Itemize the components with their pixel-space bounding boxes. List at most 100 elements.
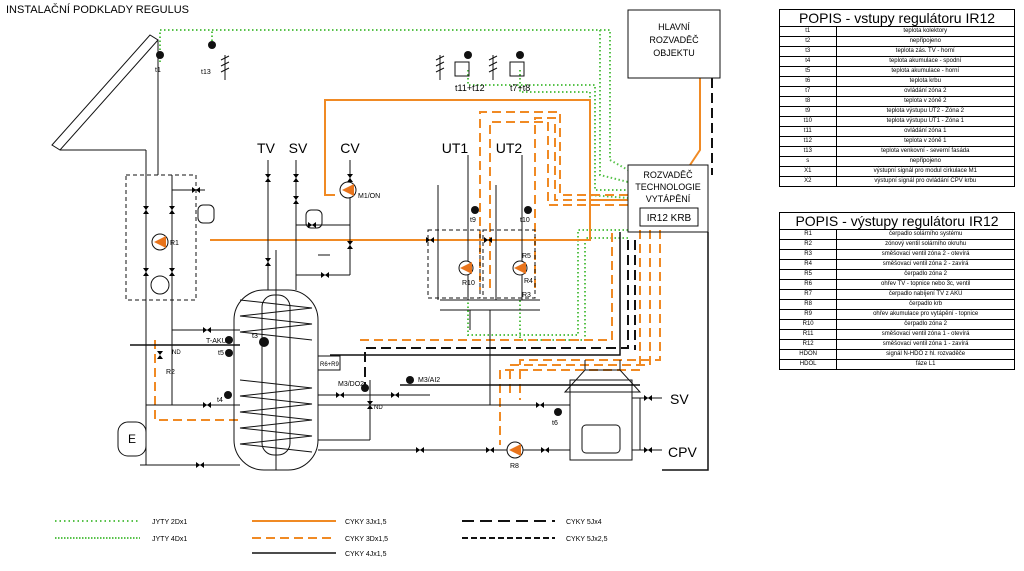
row-code: t8 — [779, 96, 837, 107]
row-description: čerpadlo nabíjení TV z AKU — [836, 289, 1015, 300]
row-description: ovládání zóna 2 — [835, 86, 1016, 97]
row-description: směšovací ventil zóna 1 - otevírá — [836, 329, 1015, 340]
label-hlavni-3: OBJEKTU — [653, 48, 695, 58]
label-tv: TV — [257, 140, 276, 156]
label-t9: t9 — [470, 217, 476, 224]
row-code: t5 — [779, 66, 837, 77]
row-description: nepřipojeno — [835, 36, 1016, 47]
row-code: X1 — [779, 166, 837, 177]
row-code: t1 — [779, 26, 837, 37]
row-code: R9 — [778, 309, 838, 320]
wiring-black-solid — [130, 232, 709, 471]
label-t4: t4 — [217, 397, 223, 404]
row-code: t2 — [779, 36, 837, 47]
label-rozvadec-1: ROZVADĚČ — [643, 170, 693, 180]
legend-label-2: CYKY 3Jx1,5 — [345, 519, 387, 526]
outputs-table-caption: POPIS - výstupy regulátoru IR12 — [779, 212, 1015, 230]
label-m3ai2: M3/AI2 — [418, 377, 440, 384]
row-description: čerpadlo zóna 2 — [836, 269, 1015, 280]
row-description: teplota výstupu UT1 - Zóna 1 — [835, 116, 1016, 127]
page-title: INSTALAČNÍ PODKLADY REGULUS — [6, 4, 189, 16]
label-cv: CV — [340, 140, 360, 156]
row-description: výstupní signál pro modul cirkulace M1 — [835, 166, 1016, 177]
row-code: t9 — [779, 106, 837, 117]
label-t7t8: t7+t8 — [510, 83, 530, 93]
row-description: směšovací ventil zóna 2 - otevírá — [836, 249, 1015, 260]
row-code: s — [779, 156, 837, 167]
label-r4: R4 — [524, 278, 533, 285]
wiring-green-dotted — [159, 29, 629, 341]
row-description: fáze L1 — [836, 359, 1015, 370]
inputs-table-caption: POPIS - vstupy regulátoru IR12 — [779, 9, 1015, 27]
row-description: teplota akumulace - horní — [835, 66, 1016, 77]
diagram-labels: HLAVNÍ ROZVADĚČ OBJEKTU ROZVADĚČ TECHNOL… — [128, 22, 701, 470]
label-nd-left: ND — [172, 350, 181, 356]
row-code: t4 — [779, 56, 837, 67]
row-description: teplota zás. TV - horní — [835, 46, 1016, 57]
wiring-orange-dashed — [154, 111, 661, 445]
row-description: výstupní signál pro ovládání CPV krbu — [835, 176, 1016, 187]
row-code: t11 — [779, 126, 837, 137]
wiring-black-dashed — [364, 78, 713, 385]
row-code: R6 — [778, 279, 838, 290]
label-cpv: CPV — [668, 444, 697, 460]
row-description: teplota výstupu UT2 - Zóna 2 — [835, 106, 1016, 117]
label-r1: R1 — [170, 240, 179, 247]
label-rozvadec-3: VYTÁPĚNÍ — [646, 194, 691, 204]
legend-label-4: CYKY 4Jx1,5 — [345, 551, 387, 558]
row-description: ohřev TV - topnice nebo 3c, ventil — [836, 279, 1015, 290]
row-description: teplota v zóně 1 — [835, 136, 1016, 147]
label-sv: SV — [289, 140, 308, 156]
label-t10: t10 — [520, 217, 530, 224]
row-description: teplota akumulace - spodní — [835, 56, 1016, 67]
row-code: R5 — [778, 269, 838, 280]
row-code: t12 — [779, 136, 837, 147]
row-description: směšovací ventil zóna 2 - zavírá — [836, 259, 1015, 270]
row-description: směšovací ventil zóna 1 - zavírá — [836, 339, 1015, 350]
row-code: t13 — [779, 146, 837, 157]
label-r5: R5 — [522, 253, 531, 260]
label-t1: t1 — [155, 67, 161, 74]
legend-label-6: CYKY 5Jx2,5 — [566, 536, 608, 543]
label-hlavni-1: HLAVNÍ — [658, 22, 690, 32]
row-description: signál N-HDO z hl. rozvaděče — [836, 349, 1015, 360]
label-r8: R8 — [510, 463, 519, 470]
label-taku: T-AKU — [206, 338, 227, 345]
row-code: R7 — [778, 289, 838, 300]
row-description: čerpadlo solárního systému — [836, 229, 1015, 240]
label-t6: t6 — [552, 420, 558, 427]
legend-label-5: CYKY 5Jx4 — [566, 519, 602, 526]
valves — [143, 174, 652, 468]
label-ir12: IR12 KRB — [647, 213, 692, 224]
row-description: čerpadlo krb — [836, 299, 1015, 310]
row-code: t10 — [779, 116, 837, 127]
label-t3: t3 — [252, 333, 258, 340]
row-code: R3 — [778, 249, 838, 260]
row-code: HDON — [778, 349, 838, 360]
label-t11t12: t11+t12 — [455, 83, 485, 93]
